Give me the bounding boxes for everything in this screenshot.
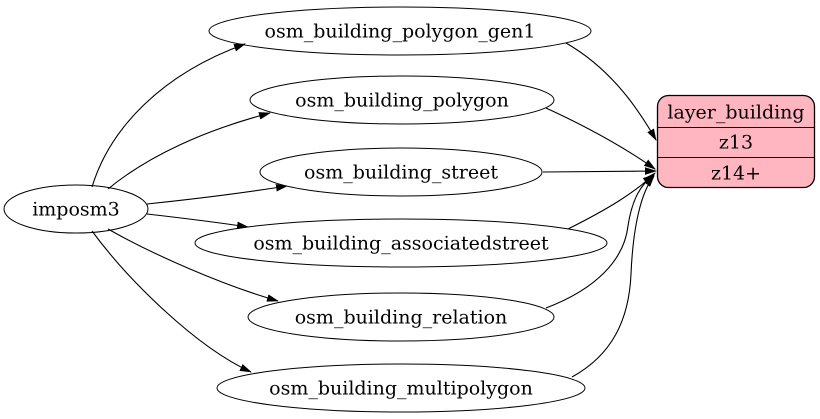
node-osm_building_associatedstreet: osm_building_associatedstreet — [194, 218, 608, 268]
edge-imposm3-to-osm_building_polygon_gen1 — [91, 43, 246, 188]
node-osm_building_street-label: osm_building_street — [304, 162, 498, 184]
node-osm_building_polygon-shape — [249, 75, 555, 125]
node-osm_building_polygon_gen1: osm_building_polygon_gen1 — [208, 6, 592, 56]
record-row-z13: z13 — [719, 132, 753, 154]
node-osm_building_associatedstreet-shape — [194, 218, 608, 268]
edge-osm_building_multipolygon-to-layer_building:z14+ — [571, 175, 655, 378]
node-imposm3-shape — [3, 184, 149, 234]
edge-osm_building_polygon-to-layer_building:z14+ — [545, 107, 656, 170]
node-layer_building-shape — [656, 94, 816, 189]
node-osm_building_multipolygon-label: osm_building_multipolygon — [269, 378, 533, 400]
node-osm_building_polygon-label: osm_building_polygon — [295, 90, 509, 112]
edge-osm_building_street-to-layer_building:z14+ — [542, 167, 657, 175]
node-layer_building: layer_building z13 z14+ — [656, 94, 816, 189]
node-osm_building_polygon: osm_building_polygon — [249, 75, 555, 125]
node-osm_building_multipolygon: osm_building_multipolygon — [216, 363, 586, 413]
edge-osm_building_polygon_gen1-to-layer_building:z13 — [565, 42, 657, 141]
edge-imposm3-to-osm_building_multipolygon — [91, 230, 252, 373]
node-osm_building_relation: osm_building_relation — [247, 292, 555, 342]
node-osm_building_relation-shape — [247, 292, 555, 342]
edge-imposm3-to-osm_building_street — [146, 183, 288, 205]
edge-osm_building_relation-to-layer_building:z14+ — [545, 174, 655, 309]
edge-imposm3-to-osm_building_polygon — [107, 112, 271, 190]
record-title: layer_building — [667, 102, 804, 124]
node-osm_building_polygon_gen1-shape — [208, 6, 592, 56]
node-imposm3: imposm3 — [3, 184, 149, 234]
edge-imposm3-to-osm_building_relation — [107, 228, 279, 302]
node-osm_building_polygon_gen1-label: osm_building_polygon_gen1 — [265, 21, 536, 43]
node-imposm3-label: imposm3 — [32, 199, 120, 221]
edge-imposm3-to-osm_building_associatedstreet — [146, 213, 249, 230]
node-osm_building_associatedstreet-label: osm_building_associatedstreet — [253, 233, 549, 255]
node-osm_building_street: osm_building_street — [259, 147, 543, 197]
node-osm_building_relation-label: osm_building_relation — [295, 307, 508, 329]
node-osm_building_street-shape — [259, 147, 543, 197]
node-osm_building_multipolygon-shape — [216, 363, 586, 413]
record-row-z14+: z14+ — [711, 163, 761, 185]
